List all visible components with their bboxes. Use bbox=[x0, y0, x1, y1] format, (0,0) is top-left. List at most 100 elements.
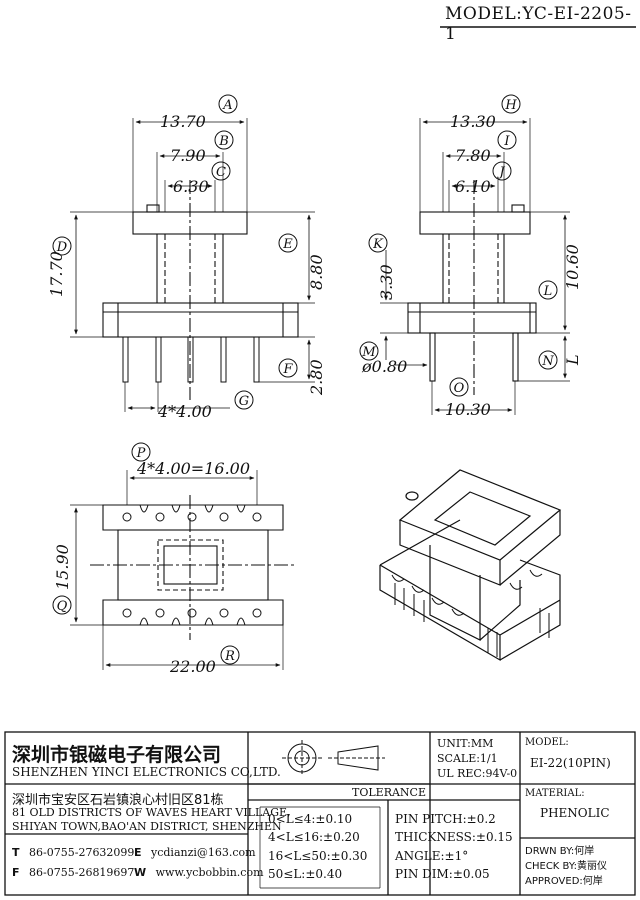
ul-rec: UL REC:94V-0 bbox=[437, 767, 518, 780]
side-view bbox=[380, 118, 570, 415]
svg-text:L: L bbox=[563, 354, 582, 366]
tol-left-1: 4<L≤16:±0.20 bbox=[268, 830, 360, 844]
material-value: PHENOLIC bbox=[540, 806, 610, 820]
fax-value: 86-0755-26819697 bbox=[29, 866, 135, 879]
address-en-line2: SHIYAN TOWN,BAO'AN DISTRICT, SHENZHEN bbox=[12, 820, 282, 833]
company-name-cn: 深圳市银磁电子有限公司 bbox=[12, 744, 222, 766]
web-label: W bbox=[134, 866, 147, 879]
title-block-frame bbox=[4, 731, 636, 896]
scale: SCALE:1/1 bbox=[437, 752, 498, 765]
svg-text:F: F bbox=[282, 362, 293, 377]
address-cn: 深圳市宝安区石岩镇浪心村旧区81栋 bbox=[12, 793, 224, 808]
model-label: MODEL: bbox=[525, 737, 569, 748]
model-value: EI-22(10PIN) bbox=[530, 756, 611, 770]
front-view bbox=[70, 118, 315, 412]
svg-text:R: R bbox=[224, 649, 235, 664]
tol-right-2: ANGLE:±1° bbox=[395, 849, 469, 863]
callout-K: K bbox=[368, 233, 388, 253]
svg-text:L: L bbox=[543, 284, 553, 299]
svg-text:G: G bbox=[239, 394, 249, 409]
callout-J: J bbox=[492, 161, 512, 181]
unit: UNIT:MM bbox=[437, 737, 494, 750]
material-label: MATERIAL: bbox=[525, 788, 585, 799]
svg-text:K: K bbox=[372, 237, 384, 252]
svg-text:22.00: 22.00 bbox=[169, 657, 216, 676]
tel-label: T bbox=[12, 846, 20, 859]
svg-text:4*4.00: 4*4.00 bbox=[157, 402, 212, 421]
tol-right-1: THICKNESS:±0.15 bbox=[395, 830, 513, 844]
drawn-by: DRWN BY:何岸 bbox=[525, 846, 595, 857]
web-row: W www.ycbobbin.com bbox=[134, 866, 264, 879]
svg-text:13.30: 13.30 bbox=[450, 112, 496, 131]
svg-text:Q: Q bbox=[57, 599, 68, 614]
tel-value: 86-0755-27632099 bbox=[29, 846, 135, 859]
model-prefix: MODEL: bbox=[445, 4, 523, 24]
company-name-en: SHENZHEN YINCI ELECTRONICS CO,LTD. bbox=[12, 765, 281, 779]
svg-text:7.90: 7.90 bbox=[170, 146, 206, 165]
callout-D: D bbox=[52, 236, 72, 256]
fax-row: F 86-0755-26819697 bbox=[12, 866, 134, 879]
svg-text:4*4.00=16.00: 4*4.00=16.00 bbox=[136, 459, 250, 478]
projection-symbol-icon bbox=[282, 740, 385, 776]
svg-text:8.80: 8.80 bbox=[307, 254, 326, 290]
svg-text:15.90: 15.90 bbox=[53, 544, 72, 590]
callout-C: C bbox=[211, 161, 231, 181]
svg-text:6.30: 6.30 bbox=[173, 177, 209, 196]
svg-text:B: B bbox=[218, 134, 229, 149]
web-value: www.ycbobbin.com bbox=[155, 866, 264, 879]
callout-G: G bbox=[234, 390, 254, 410]
callout-A: A bbox=[218, 94, 238, 114]
svg-text:6.10: 6.10 bbox=[455, 177, 491, 196]
svg-text:E: E bbox=[282, 237, 293, 252]
svg-text:2.80: 2.80 bbox=[307, 359, 326, 396]
callout-I: I bbox=[497, 130, 517, 150]
isometric-view bbox=[379, 469, 562, 662]
svg-text:A: A bbox=[222, 98, 232, 113]
approved-by: APPROVED:何岸 bbox=[525, 876, 603, 887]
callout-L: L bbox=[538, 280, 558, 300]
email-value: ycdianzi@163.com bbox=[151, 846, 256, 859]
address-en-line1: 81 OLD DISTRICTS OF WAVES HEART VILLAGE, bbox=[12, 806, 291, 819]
tel-row: T 86-0755-27632099 bbox=[12, 846, 134, 859]
svg-text:3.30: 3.30 bbox=[377, 264, 396, 300]
callout-M: M bbox=[359, 341, 379, 361]
svg-text:O: O bbox=[454, 381, 465, 396]
svg-text:J: J bbox=[496, 165, 505, 180]
callout-F: F bbox=[278, 358, 298, 378]
email-row: E ycdianzi@163.com bbox=[134, 846, 256, 859]
check-by: CHECK BY:黄丽仪 bbox=[525, 861, 608, 872]
callout-O: O bbox=[449, 377, 469, 397]
tolerance-title: TOLERANCE bbox=[352, 786, 426, 799]
svg-text:D: D bbox=[56, 240, 68, 255]
callout-E: E bbox=[278, 233, 298, 253]
callout-H: H bbox=[501, 94, 521, 114]
tol-right-3: PIN DIM:±0.05 bbox=[395, 867, 490, 881]
svg-text:7.80: 7.80 bbox=[455, 146, 491, 165]
svg-text:10.60: 10.60 bbox=[563, 244, 582, 290]
svg-text:I: I bbox=[503, 134, 510, 149]
drawing-model-header: MODEL:YC-EI-2205-1 bbox=[445, 4, 640, 44]
bottom-view bbox=[70, 470, 296, 670]
tol-left-0: 0<L≤4:±0.10 bbox=[268, 812, 353, 826]
tol-right-0: PIN PITCH:±0.2 bbox=[395, 812, 496, 826]
svg-text:M: M bbox=[361, 345, 376, 360]
fax-label: F bbox=[12, 866, 20, 879]
svg-text:C: C bbox=[216, 165, 226, 180]
svg-text:N: N bbox=[541, 354, 554, 369]
callout-B: B bbox=[214, 130, 234, 150]
svg-text:17.70: 17.70 bbox=[47, 251, 66, 297]
callout-Q: Q bbox=[52, 595, 72, 615]
svg-text:ø0.80: ø0.80 bbox=[361, 357, 407, 376]
callout-N: N bbox=[538, 350, 558, 370]
tol-left-2: 16<L≤50:±0.30 bbox=[268, 849, 368, 863]
callout-R: R bbox=[220, 645, 240, 665]
model-value: YC-EI-2205-1 bbox=[445, 4, 632, 44]
callout-P: P bbox=[131, 442, 151, 462]
email-label: E bbox=[134, 846, 142, 859]
svg-text:13.70: 13.70 bbox=[160, 112, 206, 131]
svg-text:10.30: 10.30 bbox=[445, 400, 491, 419]
svg-text:H: H bbox=[504, 98, 517, 113]
svg-text:P: P bbox=[136, 446, 146, 461]
tol-left-3: 50≤L:±0.40 bbox=[268, 867, 343, 881]
